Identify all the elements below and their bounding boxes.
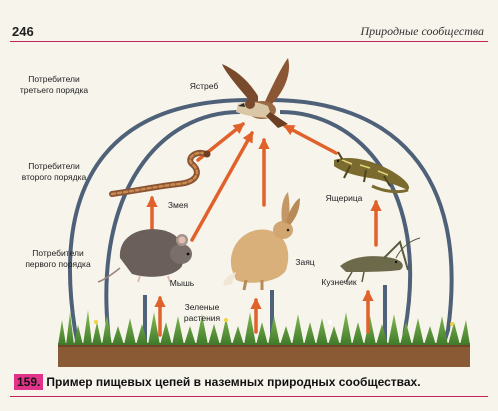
hare-label: Заяц [295, 257, 314, 267]
hawk-illustration [222, 58, 290, 128]
outer-left-arc [68, 98, 251, 359]
lizard-to-hawk-arrow [283, 124, 338, 155]
plants-label-1: Зеленые [185, 302, 220, 312]
mouse-label: Мышь [170, 278, 195, 288]
mouse-illustration [97, 229, 192, 283]
level-second-label-2: второго порядка [22, 172, 87, 182]
level-first-label-1: Потребители [32, 248, 84, 258]
plants-label-2: растения [184, 313, 221, 323]
outer-right-arc [269, 98, 454, 359]
level-second-label-1: Потребители [28, 161, 80, 171]
bottom-rule [10, 396, 488, 397]
lizard-label: Ящерица [326, 193, 363, 203]
inner-left-arc [101, 110, 241, 359]
snake-illustration [109, 150, 211, 197]
soil-layer [58, 343, 470, 367]
level-third-label-1: Потребители [28, 74, 80, 84]
trophic-level-labels: Потребители третьего порядка Потребители… [20, 74, 91, 269]
figure-caption: 159. Пример пищевых цепей в наземных при… [14, 374, 421, 390]
organism-labels: Ястреб Змея Ящерица Мышь Заяц Кузнечик З… [168, 81, 363, 323]
snake-label: Змея [168, 200, 189, 210]
figure-caption-text: Пример пищевых цепей в наземных природны… [46, 375, 421, 389]
hare-illustration [223, 192, 300, 291]
level-third-label-2: третьего порядка [20, 85, 89, 95]
grass-layer [58, 310, 470, 345]
mouse-to-hawk-arrow [190, 131, 254, 242]
level-first-label-2: первого порядка [25, 259, 91, 269]
running-title: Природные сообщества [360, 24, 484, 38]
figure-number: 159. [14, 374, 44, 390]
header-rule [10, 41, 488, 42]
page-number: 246 [12, 24, 34, 39]
hawk-label: Ястреб [190, 81, 219, 91]
food-chain-diagram: Потребители третьего порядка Потребители… [20, 58, 470, 367]
lizard-illustration [334, 151, 410, 194]
grasshopper-label: Кузнечик [321, 277, 356, 287]
grasshopper-illustration [340, 237, 421, 283]
